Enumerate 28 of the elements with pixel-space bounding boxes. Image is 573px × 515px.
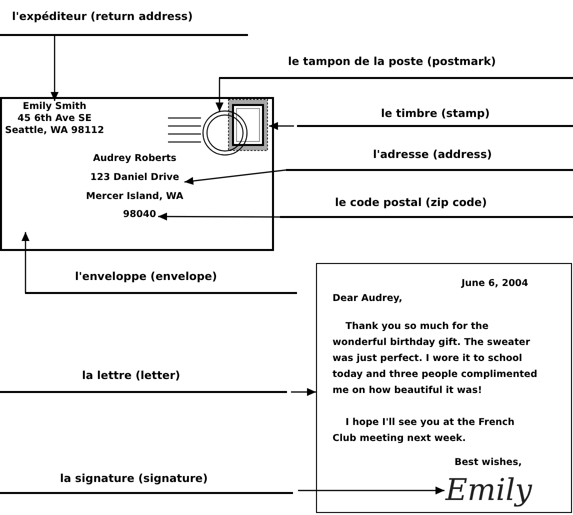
callout-label: l'expéditeur (return address) <box>0 10 248 36</box>
leader-arrow <box>158 212 280 221</box>
letter-paragraph: I hope I'll see you at the French Club meeting next week. <box>332 416 515 446</box>
callout-label: le code postal (zip code) <box>280 196 573 218</box>
leader-arrow <box>269 122 294 130</box>
leader-arrow <box>184 169 286 185</box>
callout-label: la lettre (letter) <box>0 369 287 393</box>
letter-greeting: Dear Audrey, <box>332 292 402 306</box>
letter-paragraph: Thank you so much for the wonderful birthday gift. The sweater was just perfect. I wore it to school today and three people complimented me on how beautiful it was! <box>332 320 538 398</box>
envelope <box>0 97 274 251</box>
leader-arrow <box>291 388 316 396</box>
leader-arrow <box>216 78 224 112</box>
leader-arrow <box>50 35 59 101</box>
leader-arrow <box>298 486 444 494</box>
callout-label: l'enveloppe (envelope) <box>25 270 297 294</box>
mailing-address: Audrey Roberts 123 Daniel Drive Mercer Island, WA <box>86 149 184 206</box>
leader-arrow <box>22 232 30 293</box>
zip-code: 98040 <box>123 207 156 222</box>
signature: Emily <box>446 472 532 510</box>
callout-label: la signature (signature) <box>0 472 293 494</box>
letter-page <box>316 263 572 513</box>
callout-label: le tampon de la poste (postmark) <box>219 55 573 79</box>
callout-label: le timbre (stamp) <box>297 107 573 127</box>
stamp-icon <box>228 99 268 151</box>
letter-date: June 6, 2004 <box>462 276 528 290</box>
letter-closing: Best wishes, <box>454 456 522 470</box>
callout-label: l'adresse (address) <box>286 148 573 171</box>
return-address: Emily Smith 45 6th Ave SE Seattle, WA 98112 <box>5 101 104 137</box>
